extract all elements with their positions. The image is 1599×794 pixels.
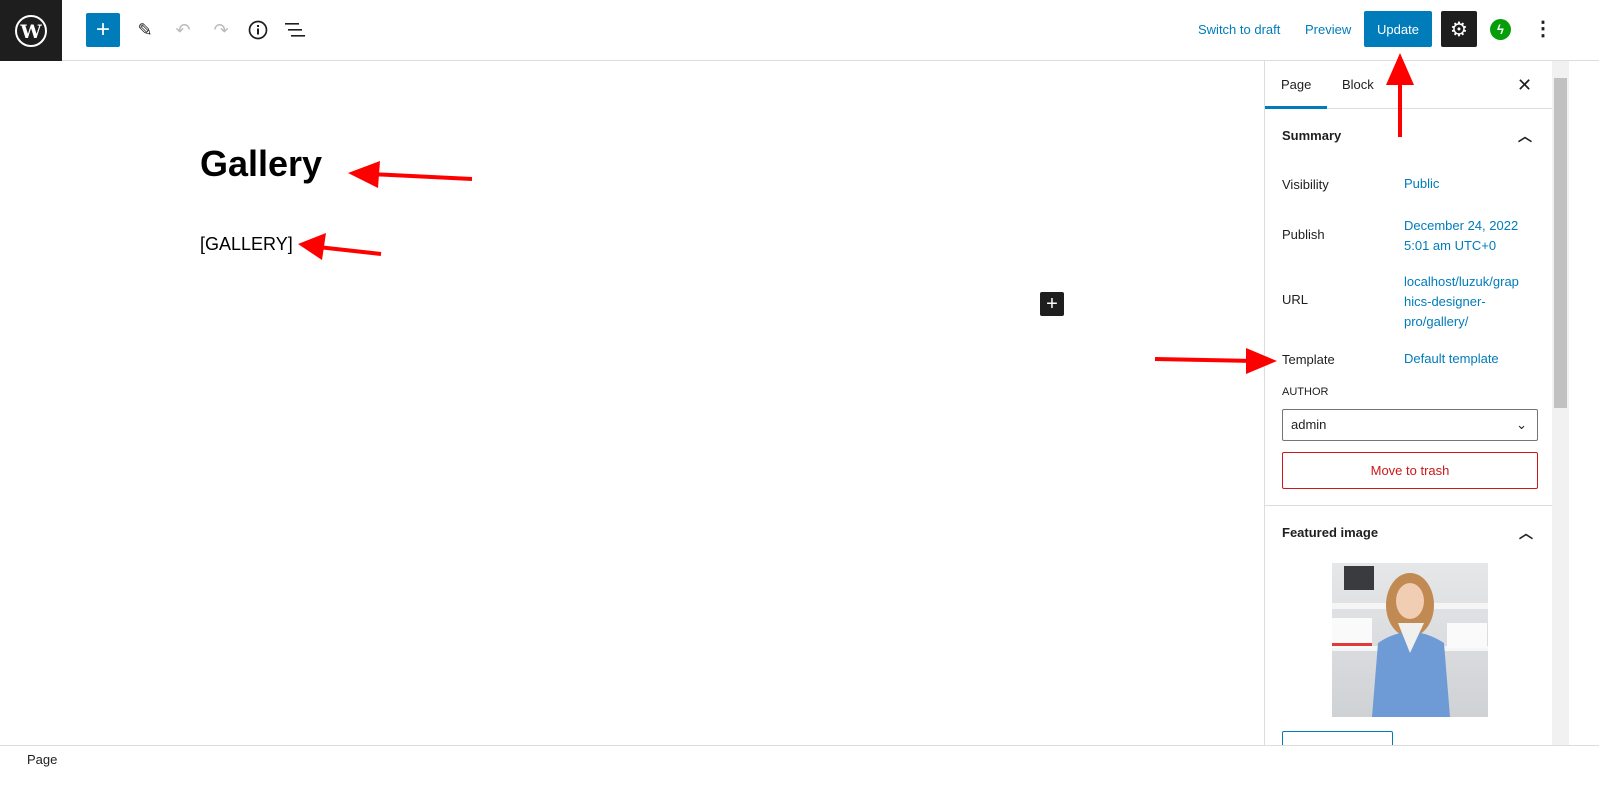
editor-canvas	[0, 61, 1264, 745]
info-icon	[248, 20, 268, 40]
featured-image[interactable]	[1332, 563, 1488, 717]
details-button[interactable]	[241, 13, 275, 47]
switch-to-draft-button[interactable]: Switch to draft	[1198, 22, 1281, 37]
wordpress-icon: W	[15, 14, 47, 47]
pencil-icon: ✎	[137, 19, 153, 40]
sidebar-scrollbar[interactable]	[1552, 61, 1569, 745]
chevron-up-icon: ︿	[1518, 128, 1532, 144]
author-select[interactable]: admin ⌄	[1282, 409, 1538, 441]
page-title[interactable]: Gallery	[200, 143, 323, 184]
redo-icon: ↷	[213, 19, 229, 40]
list-view-button[interactable]	[278, 13, 312, 47]
settings-button[interactable]: ⚙	[1441, 11, 1477, 47]
svg-text:W: W	[19, 21, 42, 43]
block-breadcrumb: Page	[0, 745, 1599, 772]
list-view-icon	[285, 23, 305, 37]
summary-panel-toggle[interactable]: Summary ︿	[1265, 109, 1552, 163]
jetpack-button[interactable]: ϟ	[1490, 19, 1511, 40]
template-value[interactable]: Default template	[1404, 351, 1499, 366]
chevron-up-icon: ︿	[1519, 525, 1533, 541]
wordpress-logo-button[interactable]: W	[0, 0, 62, 61]
scrollbar-thumb[interactable]	[1554, 78, 1567, 408]
replace-image-button[interactable]	[1282, 731, 1393, 745]
divider	[1265, 505, 1552, 506]
options-button[interactable]: ⋮	[1533, 16, 1553, 41]
publish-value[interactable]: December 24, 2022 5:01 am UTC+0	[1404, 216, 1518, 256]
preview-button[interactable]: Preview	[1305, 22, 1352, 37]
plus-icon: +	[1046, 292, 1058, 315]
settings-sidebar: Page Block ✕ Summary︿ Visibility Public …	[1264, 61, 1552, 745]
update-button[interactable]: Update	[1364, 11, 1432, 47]
top-toolbar: W + ✎ ↶ ↷ Switch to draft Preview Update…	[0, 0, 1599, 61]
summary-heading: Summary	[1282, 128, 1342, 143]
publish-date: December 24, 2022	[1404, 218, 1519, 233]
plus-icon: +	[95, 16, 110, 43]
breadcrumb-item-page[interactable]: Page	[27, 752, 58, 767]
gear-icon: ⚙	[1450, 18, 1468, 41]
add-block-button[interactable]: +	[86, 13, 120, 47]
featured-image-picture	[1332, 566, 1488, 717]
publish-label: Publish	[1282, 227, 1325, 242]
url-line: localhost/luzuk/grap	[1404, 274, 1519, 289]
tools-button[interactable]: ✎	[128, 13, 162, 47]
visibility-label: Visibility	[1282, 177, 1329, 192]
sidebar-tabs: Page Block ✕	[1265, 61, 1552, 109]
redo-button[interactable]: ↷	[204, 13, 238, 47]
visibility-value[interactable]: Public	[1404, 176, 1440, 191]
close-icon[interactable]: ✕	[1517, 75, 1533, 95]
tab-page[interactable]: Page	[1265, 61, 1327, 109]
url-label: URL	[1282, 292, 1309, 307]
shortcode-paragraph[interactable]: [GALLERY]	[200, 234, 293, 254]
block-inserter-button[interactable]: +	[1040, 292, 1064, 316]
url-value[interactable]: localhost/luzuk/grap hics-designer-pro/ga…	[1404, 272, 1519, 332]
tab-block[interactable]: Block	[1342, 77, 1374, 92]
publish-time: 5:01 am UTC+0	[1404, 238, 1497, 253]
move-to-trash-button[interactable]: Move to trash	[1282, 452, 1538, 489]
url-line: pro/gallery/	[1404, 314, 1469, 329]
jetpack-icon: ϟ	[1497, 22, 1504, 37]
undo-icon: ↶	[175, 19, 191, 40]
template-label: Template	[1282, 352, 1335, 367]
author-label: AUTHOR	[1282, 386, 1329, 398]
featured-image-heading: Featured image	[1282, 525, 1379, 540]
undo-button[interactable]: ↶	[166, 13, 200, 47]
more-vertical-icon: ⋮	[1533, 18, 1553, 40]
url-line: hics-designer-	[1404, 294, 1486, 309]
author-value: admin	[1291, 417, 1327, 432]
chevron-down-icon: ⌄	[1516, 417, 1527, 432]
featured-image-panel-toggle[interactable]: Featured image ︿	[1265, 506, 1552, 562]
